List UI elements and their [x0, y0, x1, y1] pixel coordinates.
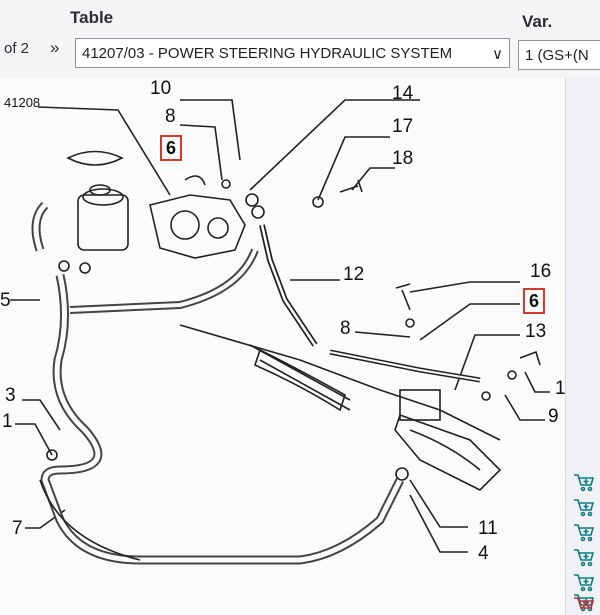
- callout-4[interactable]: 4: [478, 543, 489, 564]
- cart-add-icon[interactable]: [574, 499, 595, 517]
- diagram-drawing: [10, 99, 550, 565]
- callout-17[interactable]: 17: [392, 116, 414, 137]
- callout-6-highlighted[interactable]: 6: [160, 135, 182, 161]
- callout-3[interactable]: 3: [5, 385, 16, 406]
- callout-10[interactable]: 10: [150, 78, 172, 99]
- cart-remove-icon[interactable]: [574, 597, 595, 609]
- callout-16[interactable]: 16: [530, 261, 552, 282]
- variant-select-value: 1 (GS+(N: [525, 47, 589, 64]
- reference-code-label: 41208: [4, 95, 41, 110]
- callout-14[interactable]: 14: [392, 83, 414, 104]
- page-info: of 2: [4, 40, 30, 57]
- variant-select[interactable]: 1 (GS+(N: [518, 40, 600, 70]
- table-select-value: 41207/03 - POWER STEERING HYDRAULIC SYST…: [82, 45, 453, 62]
- callout-8[interactable]: 8: [165, 106, 176, 127]
- variant-label: Var.: [522, 12, 553, 31]
- cart-icons: [574, 474, 595, 612]
- callout-5[interactable]: 5: [0, 290, 11, 311]
- cart-add-icon[interactable]: [574, 474, 595, 492]
- callout-13[interactable]: 13: [525, 321, 547, 342]
- cart-add-icon[interactable]: [574, 524, 595, 542]
- header-bar: Table Var. of 2 » 41207/03 - POWER STEER…: [0, 0, 600, 79]
- exploded-diagram: 41208 10 8 6 14 17 18 12 16 6 8 13 19 9 …: [0, 78, 576, 615]
- table-label: Table: [70, 8, 114, 27]
- callout-12[interactable]: 12: [343, 264, 365, 285]
- cart-actions-strip: [565, 78, 600, 615]
- cart-add-icon[interactable]: [574, 549, 595, 567]
- callout-6-highlighted[interactable]: 6: [523, 288, 545, 314]
- chevron-down-icon: ∨: [492, 46, 503, 63]
- cart-add-icon[interactable]: [574, 574, 595, 592]
- next-page-button[interactable]: »: [50, 38, 60, 57]
- callout-7[interactable]: 7: [12, 518, 23, 539]
- callout-9[interactable]: 9: [548, 406, 559, 427]
- callout-1[interactable]: 1: [2, 411, 13, 432]
- callout-18[interactable]: 18: [392, 148, 414, 169]
- table-select[interactable]: 41207/03 - POWER STEERING HYDRAULIC SYST…: [75, 38, 510, 68]
- callout-11[interactable]: 11: [478, 518, 498, 539]
- callout-8[interactable]: 8: [340, 318, 351, 339]
